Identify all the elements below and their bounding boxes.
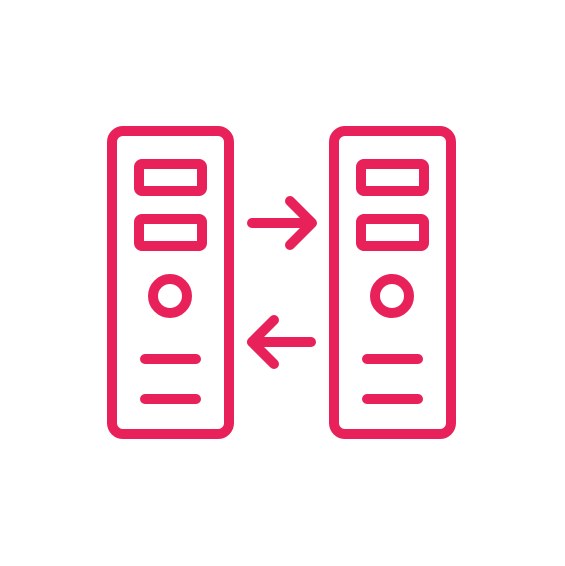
server-right-icon [329,126,456,439]
server-right-power-button [370,274,414,318]
server-left-drive-top [134,159,207,196]
server-left-power-button [148,274,192,318]
server-left-drive-bottom [134,214,207,251]
server-right-body [329,126,456,439]
arrow-right-icon [247,196,317,250]
arrow-left-head [247,315,279,369]
server-left-body [107,126,234,439]
server-right-drive-top [356,159,429,196]
server-left-icon [107,126,234,439]
arrow-left-icon [247,315,316,369]
arrow-right-head [285,196,317,250]
server-right-drive-bottom [356,214,429,251]
